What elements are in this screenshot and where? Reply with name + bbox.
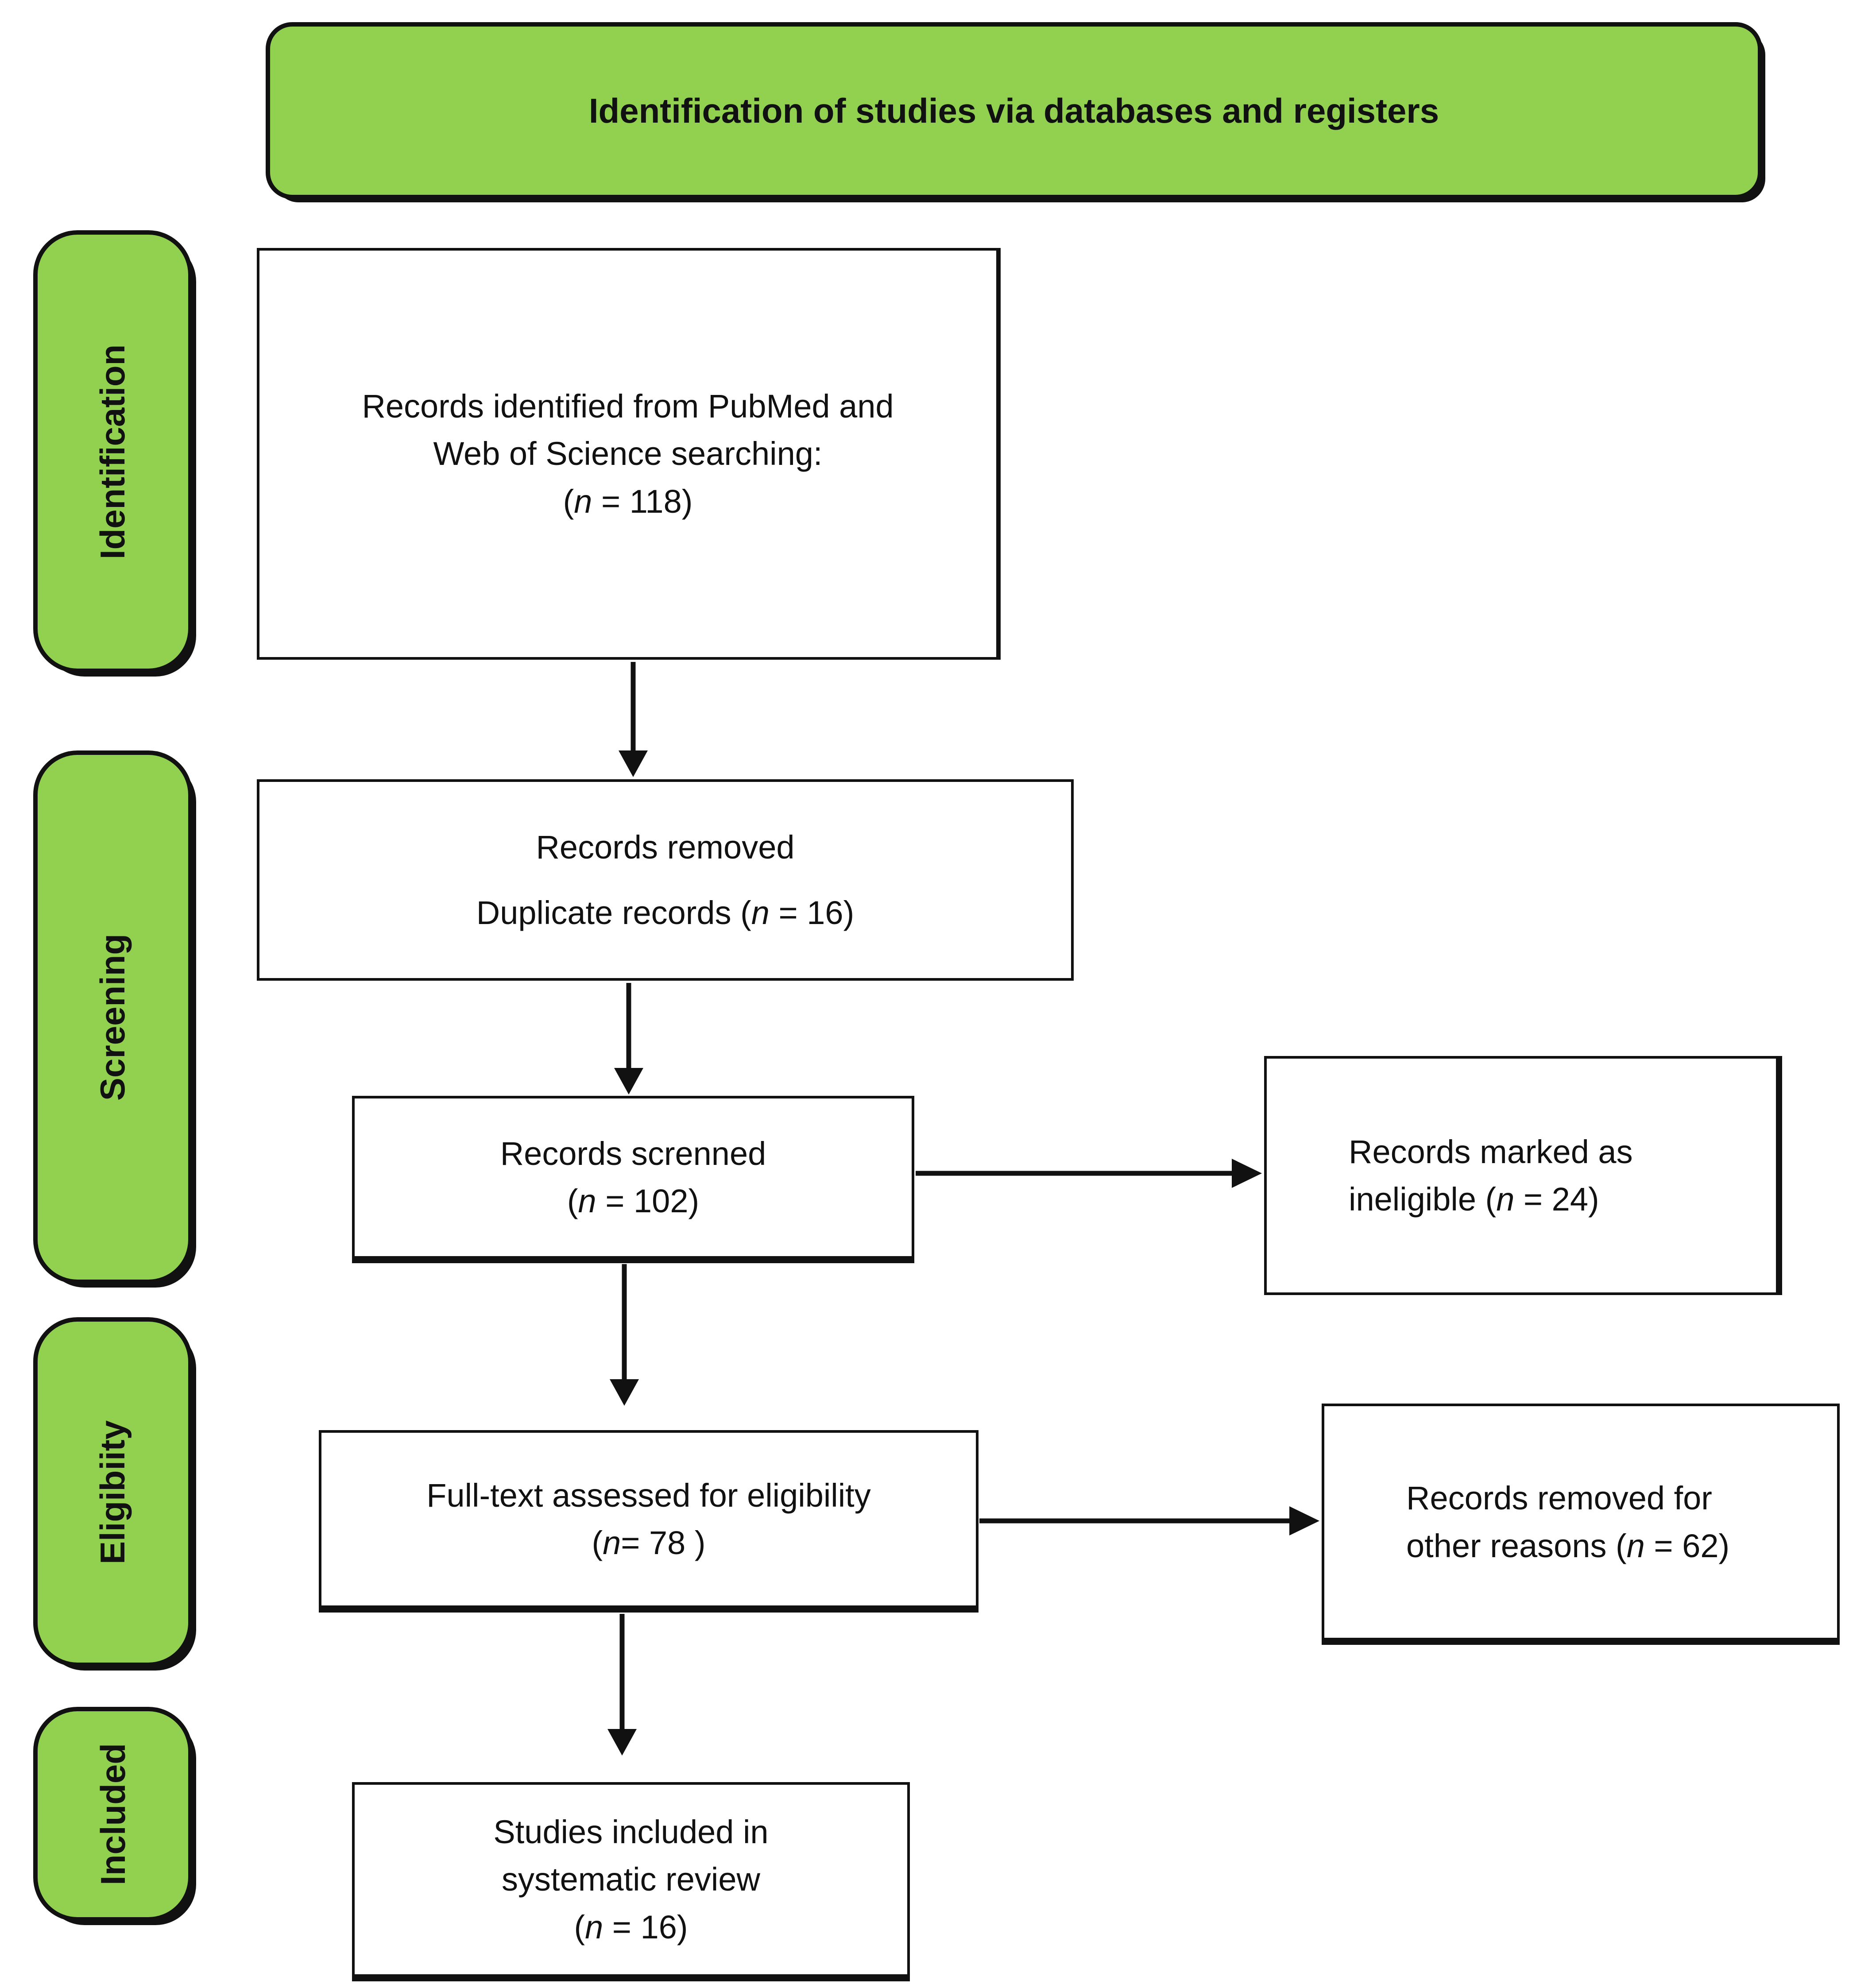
records-identified-box: Records identified from PubMed and Web o… bbox=[257, 248, 1001, 660]
stage-label-screening: Screening bbox=[33, 750, 193, 1284]
stage-label-eligibility: Eligibiity bbox=[33, 1317, 193, 1667]
down-arrow-fulltext-to-included bbox=[607, 1614, 637, 1756]
text-line: (n = 118) bbox=[563, 483, 693, 520]
text-line: (n = 16) bbox=[574, 1908, 688, 1945]
records-removed-other-box: Records removed for other reasons (n = 6… bbox=[1322, 1404, 1840, 1645]
text-line: Web of Science searching: bbox=[433, 435, 823, 472]
text-line: Duplicate records (n = 16) bbox=[476, 894, 855, 931]
text-line: Records removed for bbox=[1406, 1480, 1712, 1517]
title-banner: Identification of studies via databases … bbox=[266, 22, 1762, 199]
stage-label-included: Included bbox=[33, 1707, 193, 1922]
stage-label-text: Included bbox=[93, 1743, 132, 1885]
down-arrow-screened-to-fulltext bbox=[610, 1264, 639, 1406]
records-screened-box: Records screnned (n = 102) bbox=[352, 1096, 914, 1263]
text-line: ineligible (n = 24) bbox=[1349, 1181, 1599, 1218]
text-line: systematic review bbox=[502, 1861, 760, 1898]
down-arrow-identified-to-duplicates bbox=[619, 662, 648, 777]
fulltext-assessed-box: Full-text assessed for eligibility (n= 7… bbox=[319, 1430, 979, 1613]
text-line: Records identified from PubMed and bbox=[362, 388, 894, 425]
stage-label-text: Screening bbox=[93, 933, 132, 1101]
text-line: Records marked as bbox=[1349, 1133, 1633, 1170]
right-arrow-fulltext-to-removed-other bbox=[979, 1506, 1319, 1535]
title-text: Identification of studies via databases … bbox=[588, 91, 1439, 130]
text-line: (n = 102) bbox=[567, 1183, 700, 1219]
text-line: (n= 78 ) bbox=[592, 1524, 706, 1561]
text-line: Full-text assessed for eligibility bbox=[426, 1477, 871, 1514]
records-ineligible-box: Records marked as ineligible (n = 24) bbox=[1264, 1056, 1782, 1295]
stage-label-text: Eligibiity bbox=[93, 1420, 132, 1564]
text-line: Studies included in bbox=[493, 1814, 769, 1851]
text-line: Records screnned bbox=[500, 1135, 766, 1172]
text-line: other reasons (n = 62) bbox=[1406, 1527, 1730, 1564]
records-removed-duplicates-box: Records removed Duplicate records (n = 1… bbox=[257, 779, 1074, 981]
right-arrow-screened-to-ineligible bbox=[916, 1159, 1262, 1188]
studies-included-box: Studies included in systematic review (n… bbox=[352, 1782, 910, 1981]
stage-label-text: Identification bbox=[93, 344, 132, 559]
down-arrow-duplicates-to-screened bbox=[614, 983, 643, 1094]
text-line: Records removed bbox=[536, 829, 795, 866]
stage-label-identification: Identification bbox=[33, 230, 193, 673]
